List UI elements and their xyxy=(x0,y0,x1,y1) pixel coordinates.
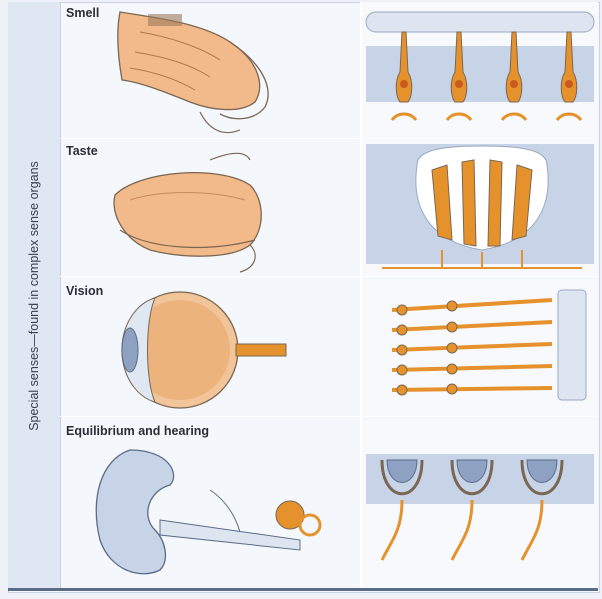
row-label-smell: Smell xyxy=(66,6,100,20)
vision-receptor-panel xyxy=(362,280,598,416)
taste-receptor-panel xyxy=(362,140,598,276)
column-divider xyxy=(360,2,362,591)
nose-illustration xyxy=(117,11,269,134)
taste-bud-cells xyxy=(366,144,594,269)
tongue-illustration xyxy=(113,152,262,273)
smell-receptor-panel xyxy=(362,2,598,138)
side-label: Special senses—found in complex sense or… xyxy=(27,161,41,431)
olfactory-receptor-cells xyxy=(365,11,595,122)
vision-organ-panel xyxy=(60,280,360,416)
smell-organ-panel xyxy=(60,2,360,138)
taste-organ-panel xyxy=(60,140,360,276)
photoreceptor-cells xyxy=(391,289,587,401)
row-label-vision: Vision xyxy=(66,284,104,298)
row-vision: Vision xyxy=(60,280,598,417)
ear-illustration xyxy=(95,449,322,575)
row-label-taste: Taste xyxy=(66,144,98,158)
side-bar xyxy=(8,2,61,591)
hearing-organ-panel xyxy=(60,420,360,588)
hair-cells xyxy=(366,454,594,561)
bottom-rule xyxy=(8,588,598,591)
eye-illustration xyxy=(121,291,287,409)
row-smell: Smell xyxy=(60,2,598,139)
row-equilibrium-hearing: Equilibrium and hearing xyxy=(60,420,598,588)
hearing-receptor-panel xyxy=(362,420,598,588)
row-label-equilibrium-hearing: Equilibrium and hearing xyxy=(66,424,210,438)
row-taste: Taste xyxy=(60,140,598,277)
